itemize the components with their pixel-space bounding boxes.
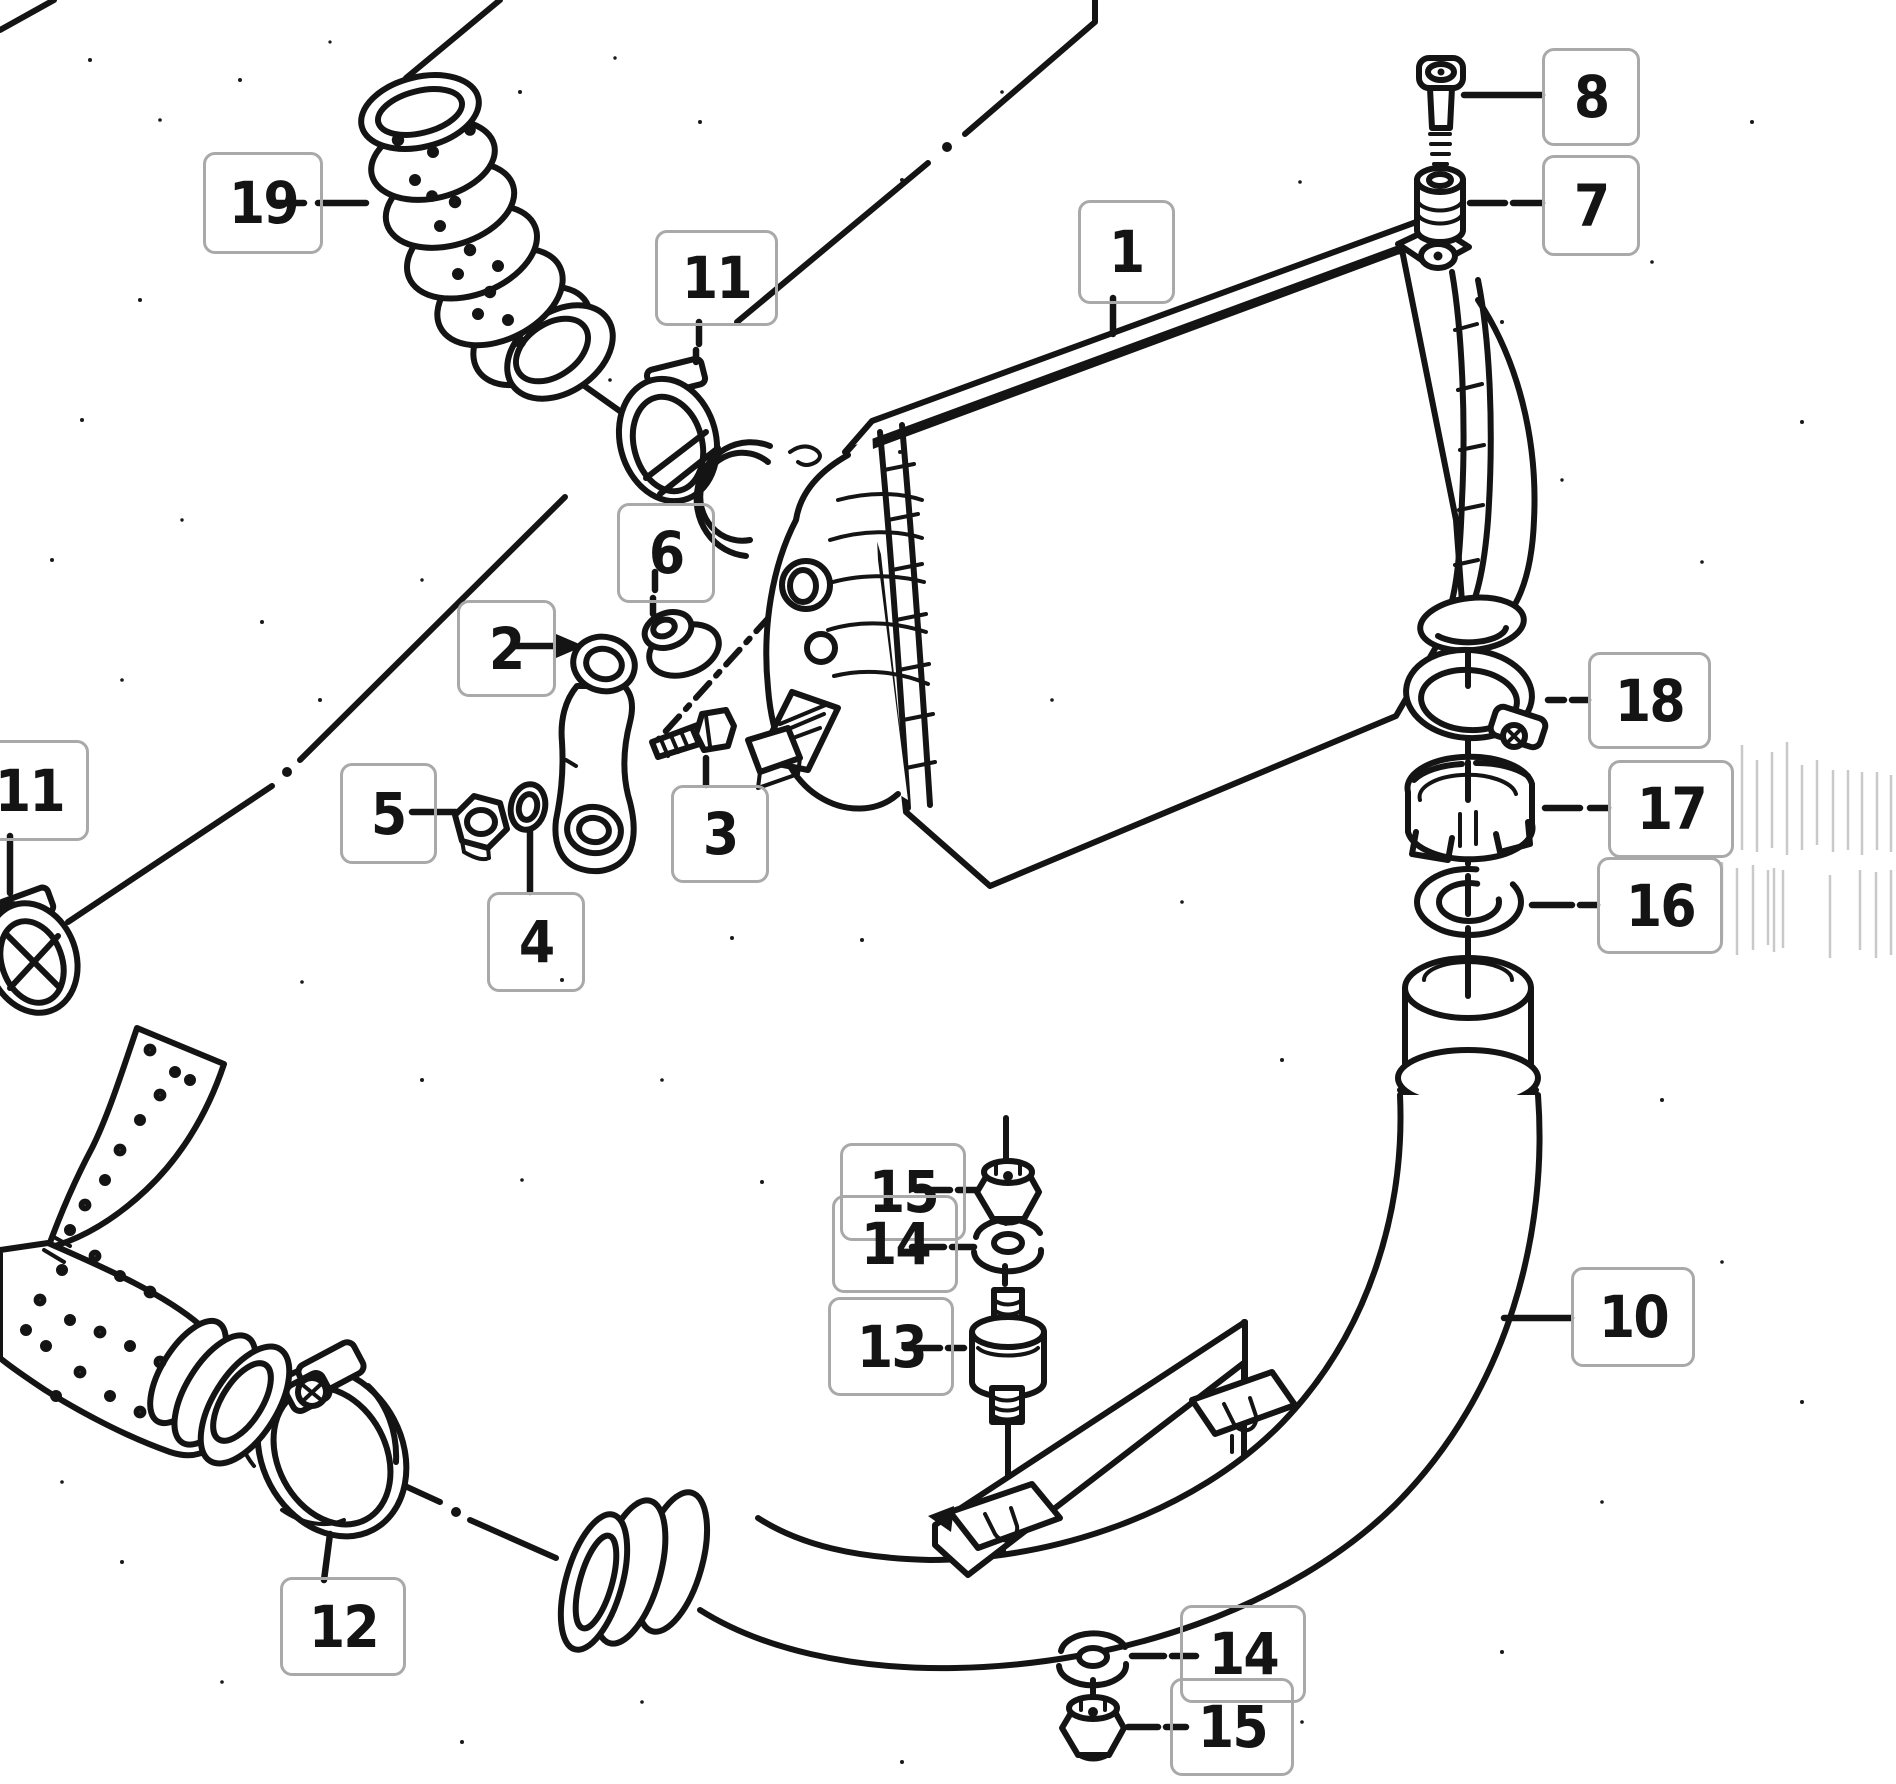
callout-4[interactable]: 4 [487,892,585,992]
hose-clamp-11-left [0,884,81,1016]
callout-7[interactable]: 7 [1542,155,1640,256]
hose-speckles [391,124,526,348]
hose-clamp-18 [1403,646,1549,751]
turbo-hose-speckles [20,1043,196,1419]
callout-2[interactable]: 2 [457,600,556,697]
washer-14-upper [971,1216,1045,1275]
strap-clip-upper [1189,1369,1298,1437]
nut-15-lower [1059,1694,1127,1762]
nut-5 [452,793,510,862]
callout-8[interactable]: 8 [1542,48,1640,146]
line-inlet-to-left-clamp [65,494,568,925]
callout-3[interactable]: 3 [671,785,769,883]
callout-5[interactable]: 5 [340,763,437,864]
intercooler-1 [693,218,1538,889]
bolt-3 [649,707,737,760]
strap-clip-lower [947,1481,1063,1551]
corner-line [0,0,57,33]
sleeve-17 [1404,753,1536,863]
hose-clamp-11-top [615,355,721,505]
callout-11-top[interactable]: 11 [655,230,778,326]
callout-16[interactable]: 16 [1597,857,1723,954]
support-strap [928,1319,1298,1578]
bolt-8 [1416,55,1466,166]
washer-4 [507,781,549,833]
callout-11-left[interactable]: 11 [0,740,89,841]
damper-stud-13 [969,1287,1047,1425]
callout-1[interactable]: 1 [1078,200,1175,304]
washer-14-lower [1056,1630,1130,1689]
bracket-2 [552,633,638,875]
callout-18[interactable]: 18 [1588,652,1711,749]
callout-14-lower[interactable]: 14 [1180,1605,1306,1703]
turbo-hose [0,1025,293,1467]
grommet-6 [641,609,722,679]
callout-12[interactable]: 12 [280,1577,406,1676]
scan-artifact-streaks [1720,742,1893,958]
leader-lines [6,91,1612,1731]
intercooler-core [845,247,1465,889]
callout-10[interactable]: 10 [1571,1267,1695,1367]
hose-clamp-12 [234,1339,410,1540]
line-from-top-to-clamp [734,0,1098,325]
corrugated-hose-19 [358,72,616,402]
pressure-pipe-10 [557,955,1543,1672]
nut-15-upper [974,1158,1042,1226]
callout-15-upper[interactable]: 15 [840,1143,966,1241]
callout-13[interactable]: 13 [828,1297,954,1396]
seal-ring-16 [1414,866,1524,938]
callout-19[interactable]: 19 [203,152,323,254]
callout-14-upper[interactable]: 14 [832,1195,958,1293]
callout-15-lower[interactable]: 15 [1170,1678,1294,1776]
bushing-7 [1414,165,1466,245]
callout-17[interactable]: 17 [1608,760,1734,858]
callout-6[interactable]: 6 [617,503,715,603]
